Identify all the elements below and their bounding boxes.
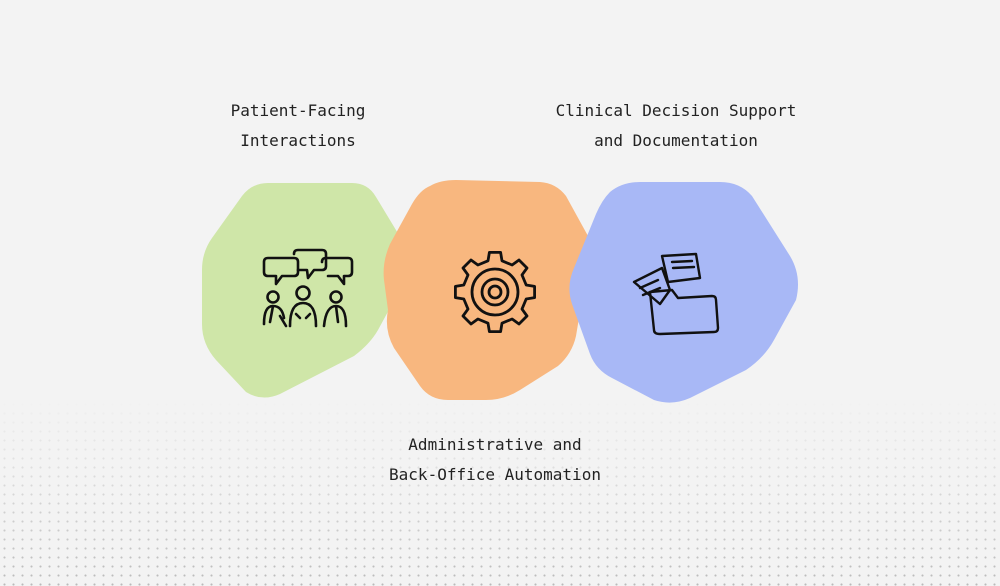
people-chat-icon	[262, 248, 354, 328]
label-line: Back-Office Automation	[389, 465, 601, 484]
label-line: Clinical Decision Support	[555, 101, 797, 120]
hexagon-patient-facing	[202, 183, 409, 398]
label-clinical: Clinical Decision Support and Documentat…	[526, 96, 826, 156]
label-patient-facing: Patient-Facing Interactions	[198, 96, 398, 156]
dotted-background	[0, 400, 1000, 586]
label-line: and Documentation	[594, 131, 758, 150]
hexagon-admin	[383, 180, 592, 400]
gear-icon	[454, 251, 536, 333]
label-line: Administrative and	[408, 435, 582, 454]
label-line: Patient-Facing	[230, 101, 366, 120]
label-line: Interactions	[240, 131, 356, 150]
hexagon-clinical	[569, 182, 798, 403]
label-admin: Administrative and Back-Office Automatio…	[360, 430, 630, 490]
folder-documents-icon	[632, 252, 720, 336]
